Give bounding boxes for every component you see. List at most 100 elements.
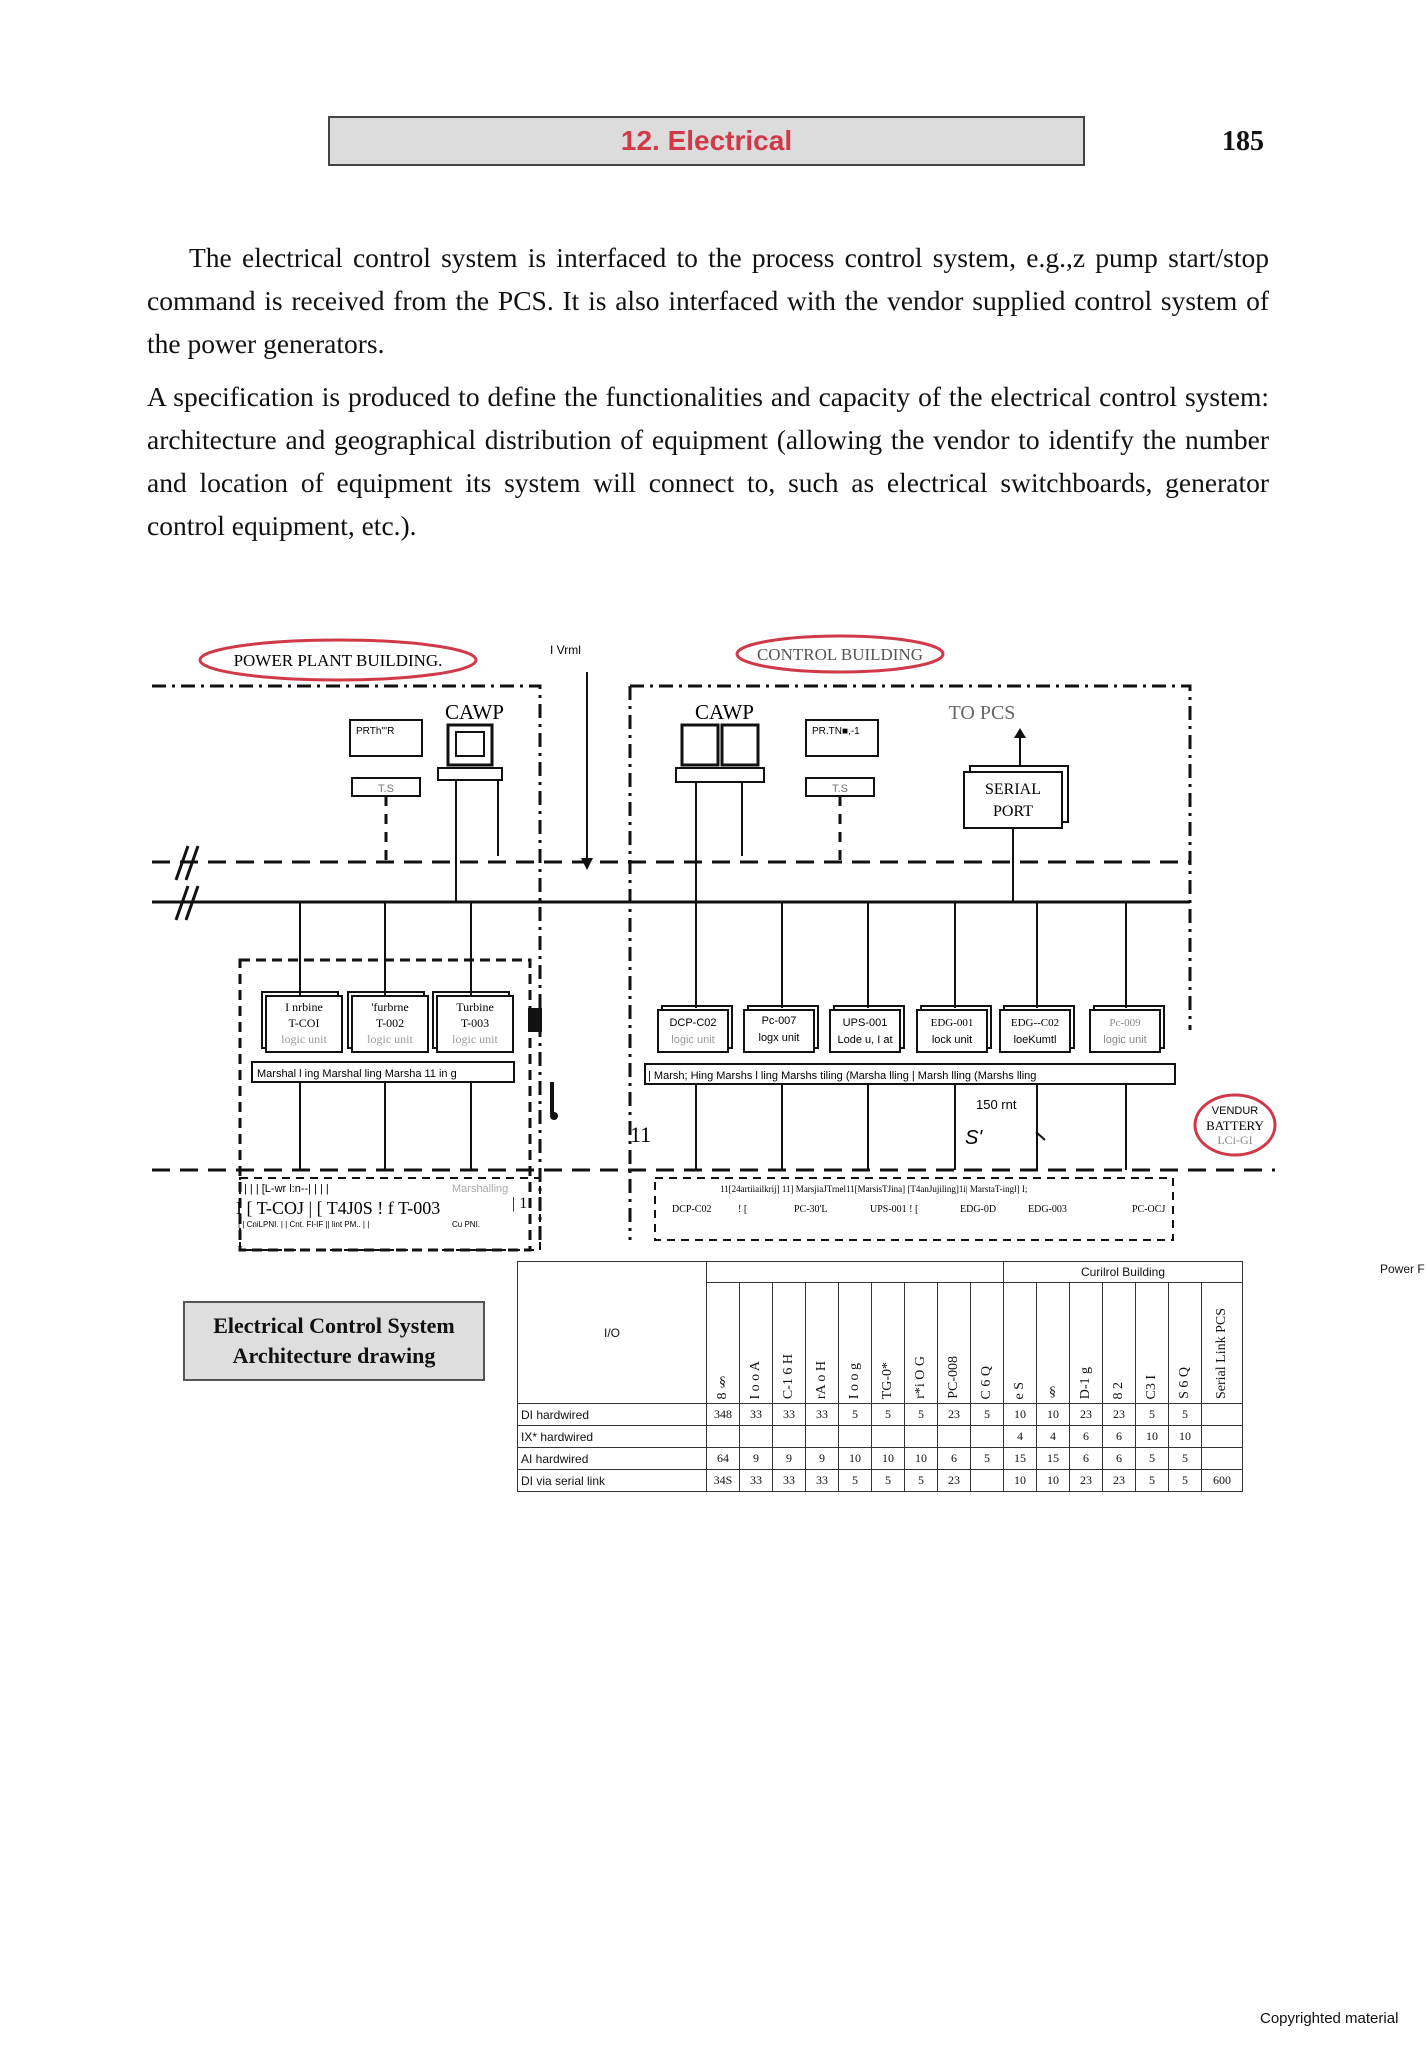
col-header-6-text: TG-0* [880,1361,895,1399]
table-cell: 4 [1003,1425,1037,1448]
marshalling-right-label: | Marsh; Hing Marshs l ling Marshs tilin… [648,1070,1036,1082]
cawp-right-label: CAWP [695,700,754,724]
power-plant-label: POWER PLANT BUILDING. [234,651,443,670]
col-header-9-text: C 6 Q [979,1365,994,1399]
bottom-right-unit-2: ! [ [738,1204,747,1215]
table-cell [904,1425,938,1448]
vendor-battery-oval [1193,1093,1277,1157]
bottom-right-unit-1: DCP-C02 [672,1204,711,1215]
table-cell: 348 [706,1403,740,1426]
table-cell: 33 [739,1403,773,1426]
table-cell [805,1425,839,1448]
table-cell: 9 [805,1447,839,1470]
control-unit-4-line2: lock unit [932,1034,972,1046]
table-cell [739,1425,773,1448]
col-header-15: S 6 Q [1168,1282,1202,1404]
table-cell [970,1469,1004,1492]
col-header-5-text: I o o g [847,1362,862,1399]
col-header-5: I o o g [838,1282,872,1404]
chapter-title: 12. Electrical [620,125,793,156]
table-cell: 23 [1102,1403,1136,1426]
table-cell: 33 [805,1469,839,1492]
row-label: DI via serial link [517,1469,707,1492]
bottom-left-marshalling: Marshalling [452,1183,508,1195]
col-header-15-text: S 6 Q [1177,1367,1192,1399]
table-cell: 10 [838,1447,872,1470]
col-header-3-text: C-1 6 H [781,1353,796,1399]
bottom-right-unit-3: PC-30'L [794,1204,827,1215]
table-cell: 6 [937,1447,971,1470]
control-building-label: CONTROL BUILDING [757,645,923,664]
table-cell: 5 [838,1403,872,1426]
table-cell [1201,1403,1243,1426]
io-header: I/O [603,1325,620,1340]
table-cell: 23 [1069,1403,1103,1426]
col-header-8: PC-008 [937,1282,971,1404]
table-cell: 4 [1036,1425,1070,1448]
printer-right-label: PR.TN■,-1 [812,726,860,737]
bottom-left-top-label: | | | [L-wr l:n--| | | | [244,1183,329,1195]
table-cell: 9 [739,1447,773,1470]
to-pcs-label: TO PCS [949,702,1016,724]
serial-port-line2: PORT [993,803,1033,820]
control-building-group-header: Curilrol Building [1003,1261,1243,1283]
power-side-label: Power F [1380,1262,1425,1276]
vendor-battery-line1: VENDUR [1212,1105,1259,1117]
turbine-unit-1-line2: T-COI [289,1016,320,1030]
table-cell: 5 [904,1469,938,1492]
ts-right-label: T.S [832,783,848,795]
col-header-12: D-1 g [1069,1282,1103,1404]
page-number: 185 [1222,126,1264,157]
serial-port-line1: SERIAL [985,781,1041,798]
vendor-battery-line3: LCi-GI [1217,1133,1252,1147]
turbine-unit-3-line2: T-003 [461,1016,489,1030]
table-cell: 5 [1135,1447,1169,1470]
col-header-13-text: 8 2 [1111,1381,1126,1400]
table-cell: 10 [1003,1469,1037,1492]
vrml-label: I Vrml [550,643,581,657]
turbine-unit-1-line1: I nrbine [285,1000,323,1014]
table-cell [838,1425,872,1448]
control-building-oval [735,634,945,674]
table-cell: 10 [904,1447,938,1470]
col-header-13: 8 2 [1102,1282,1136,1404]
col-header-6: TG-0* [871,1282,905,1404]
paragraph-1: The electrical control system is interfa… [147,236,1269,365]
table-cell: 15 [1036,1447,1070,1470]
num-150-label: 150 rnt [976,1097,1017,1112]
table-cell [1201,1447,1243,1470]
architecture-diagram: POWER PLANT BUILDING. CONTROL BUILDING I… [152,634,1277,1252]
copyright-notice: Copyrighted material [1260,2010,1399,2027]
col-header-9: C 6 Q [970,1282,1004,1404]
turbine-unit-2-line2: T-002 [376,1016,404,1030]
turbine-unit-2-line1: 'furbrne [371,1000,408,1014]
marshalling-left-label: Marshal l ing Marshal ling Marsha 11 in … [257,1068,457,1080]
bottom-left-1: | 1 [512,1195,527,1212]
table-cell: 5 [1135,1469,1169,1492]
control-unit-2-line1: Pc-007 [762,1015,797,1027]
table-cell: 34S [706,1469,740,1492]
table-cell: 10 [1036,1403,1070,1426]
control-unit-5-line1: EDG--C02 [1011,1017,1059,1029]
table-cell: 5 [838,1469,872,1492]
paragraph-2: A specification is produced to define th… [147,375,1269,547]
caption-line-1: Electrical Control System [213,1313,455,1338]
table-cell: 5 [871,1469,905,1492]
control-building-group-label: Curilrol Building [1080,1265,1166,1279]
col-header-8-text: PC-008 [946,1356,961,1399]
row-label: AI hardwired [517,1447,707,1470]
table-cell: 33 [772,1469,806,1492]
table-cell: 23 [1069,1469,1103,1492]
control-unit-6-line1: Pc-009 [1109,1017,1141,1029]
printer-left-label: PRTh'''R [356,726,394,737]
ts-left-label: T.S [378,783,394,795]
table-cell [772,1425,806,1448]
table-cell: 23 [937,1469,971,1492]
col-header-14-text: C3 I [1144,1374,1159,1400]
col-header-11: § [1036,1282,1070,1404]
table-cell: 23 [937,1403,971,1426]
bottom-left-row1: I [ T-COJ | [ T4J0S ! f T-003 [236,1198,440,1218]
bottom-right-unit-5: EDG-0D [960,1204,996,1215]
table-cell [706,1425,740,1448]
